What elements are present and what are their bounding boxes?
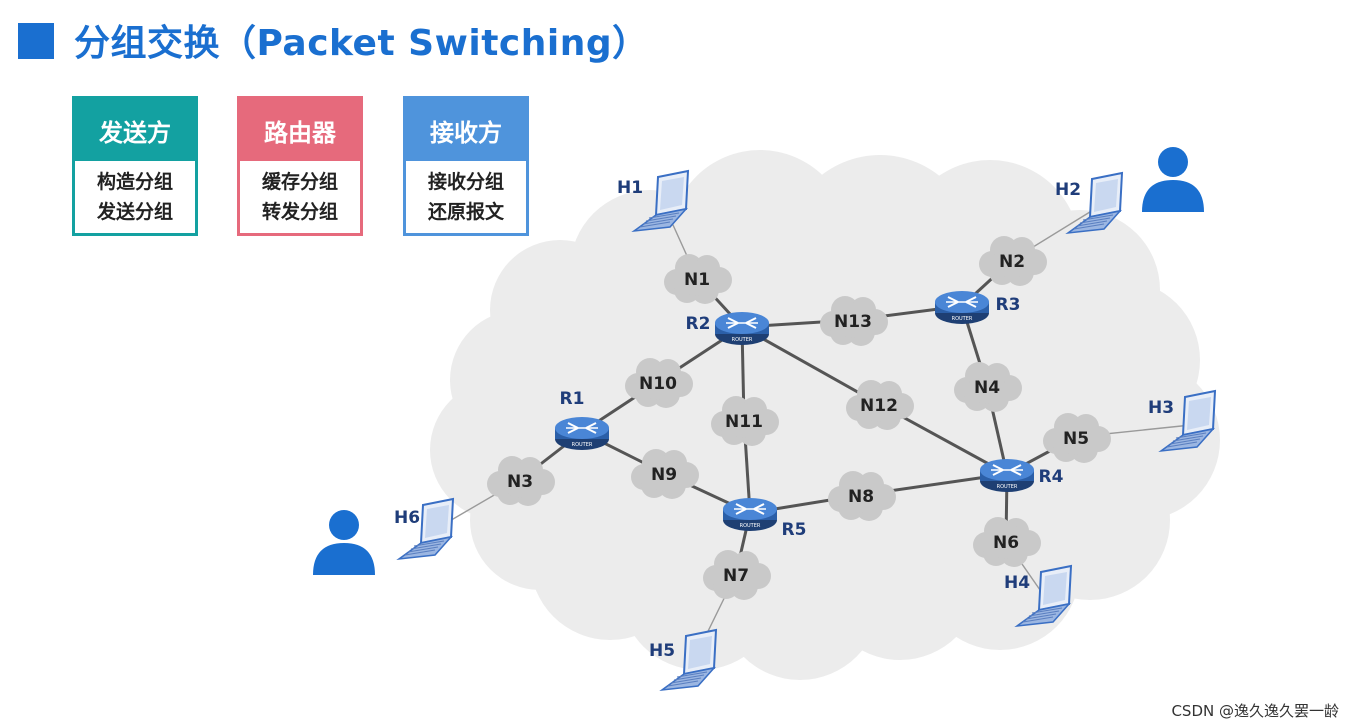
footer-watermark: CSDN @逸久逸久罢一龄 (1171, 702, 1339, 720)
network-label: N4 (974, 378, 1000, 398)
router-r4: ROUTER R4 (980, 459, 1064, 492)
role-card-title: 发送方 (75, 99, 195, 161)
host-label: H2 (1055, 180, 1081, 200)
network-cloud-n1: N1 (664, 254, 732, 304)
network-label: N12 (860, 396, 898, 416)
router-arrows-icon (566, 422, 598, 434)
network-label: N2 (999, 252, 1025, 272)
role-card: 接收方接收分组还原报文 (403, 96, 529, 236)
router-r1: ROUTER R1 (555, 389, 609, 450)
network-cloud-n11: N11 (711, 396, 779, 446)
network-label: N13 (834, 312, 872, 332)
role-card-line: 缓存分组 (261, 171, 338, 193)
host-h4: H4 (1004, 564, 1073, 628)
network-cloud-n12: N12 (846, 380, 914, 430)
role-card: 发送方构造分组发送分组 (72, 96, 198, 236)
laptop-icon (631, 169, 690, 233)
network-cloud-n9: N9 (631, 449, 699, 499)
network-cloud-n7: N7 (703, 550, 771, 600)
network-label: N9 (651, 465, 677, 485)
host-h6: H6 (394, 497, 455, 561)
router-sublabel: ROUTER (732, 337, 753, 343)
role-card-line: 还原报文 (427, 201, 504, 223)
laptop-icon (1065, 171, 1124, 235)
title-marker (18, 23, 54, 59)
laptop-icon (1014, 564, 1073, 628)
laptop-icon (1158, 389, 1217, 453)
router-label: R3 (996, 295, 1021, 315)
network-cloud-background (430, 150, 1220, 680)
network-label: N5 (1063, 429, 1089, 449)
role-card: 路由器缓存分组转发分组 (237, 96, 363, 236)
router-arrows-icon (991, 464, 1023, 476)
host-label: H6 (394, 508, 420, 528)
network-label: N8 (848, 487, 874, 507)
router-label: R1 (560, 389, 585, 409)
role-card-line: 转发分组 (261, 201, 338, 223)
role-card-line: 发送分组 (96, 201, 173, 223)
router-label: R2 (686, 314, 711, 334)
page-title: 分组交换（Packet Switching） (74, 23, 649, 64)
laptop-icon (396, 497, 455, 561)
role-card-title: 接收方 (406, 99, 526, 161)
network-cloud-n10: N10 (625, 358, 693, 408)
router-sublabel: ROUTER (952, 316, 973, 322)
router-arrows-icon (946, 296, 978, 308)
role-card-title: 路由器 (240, 99, 360, 161)
router-arrows-icon (734, 503, 766, 515)
host-h1: H1 (617, 169, 690, 233)
router-label: R4 (1039, 467, 1064, 487)
network-label: N1 (684, 270, 710, 290)
router-r2: ROUTER R2 (686, 312, 769, 345)
laptop-icon (659, 628, 718, 692)
router-label: R5 (782, 520, 807, 540)
network-cloud-n6: N6 (973, 517, 1041, 567)
role-card-line: 接收分组 (427, 171, 504, 193)
host-label: H1 (617, 178, 643, 198)
host-h5: H5 (649, 628, 718, 692)
network-cloud-n3: N3 (487, 456, 555, 506)
network-cloud-n13: N13 (820, 296, 888, 346)
host-h2: H2 (1055, 171, 1124, 235)
host-h3: H3 (1148, 389, 1217, 453)
receiver-user-icon (1142, 147, 1204, 212)
network-cloud-n8: N8 (828, 471, 896, 521)
host-label: H4 (1004, 573, 1030, 593)
network-label: N10 (639, 374, 677, 394)
router-r3: ROUTER R3 (935, 291, 1020, 324)
network-cloud-n5: N5 (1043, 413, 1111, 463)
router-sublabel: ROUTER (572, 442, 593, 448)
network-label: N11 (725, 412, 763, 432)
host-label: H3 (1148, 398, 1174, 418)
network-cloud-n4: N4 (954, 362, 1022, 412)
sender-user-icon (313, 510, 375, 575)
router-r5: ROUTER R5 (723, 498, 806, 540)
network-label: N6 (993, 533, 1019, 553)
network-label: N7 (723, 566, 749, 586)
router-sublabel: ROUTER (740, 523, 761, 529)
network-cloud-n2: N2 (979, 236, 1047, 286)
host-label: H5 (649, 641, 675, 661)
network-label: N3 (507, 472, 533, 492)
router-arrows-icon (726, 317, 758, 329)
role-card-line: 构造分组 (96, 171, 173, 193)
router-sublabel: ROUTER (997, 484, 1018, 490)
